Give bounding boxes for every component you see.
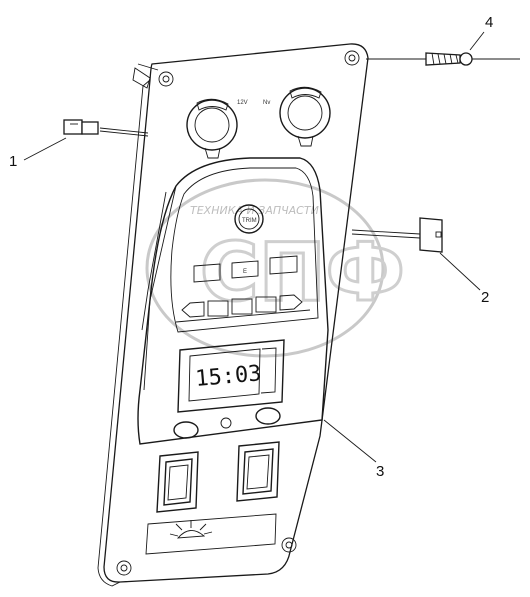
clock-display — [177, 339, 285, 413]
part-1-connector — [63, 119, 149, 137]
indicator-windows — [193, 255, 298, 283]
lower-buttons — [173, 407, 281, 439]
rocker-switch-left — [156, 451, 199, 513]
trim-knob — [234, 204, 264, 234]
leader-line-2 — [439, 252, 481, 291]
part-2-connector — [351, 217, 443, 253]
watermark-logo: СПФ — [200, 226, 405, 319]
callout-3: 3 — [376, 463, 384, 480]
leader-line-4 — [469, 31, 485, 51]
control-module — [137, 157, 329, 445]
center-button-label: E — [243, 269, 247, 275]
rocker-switch-right — [236, 441, 280, 502]
light-symbol-plate — [145, 513, 277, 555]
leader-line-1 — [23, 137, 67, 161]
knob-label: TRIM — [242, 218, 257, 224]
clock-readout: 15:03 — [194, 361, 262, 392]
power-socket-left — [186, 98, 238, 159]
button-row — [175, 294, 311, 323]
socket-right-label: Nv — [263, 100, 270, 106]
leader-line-3 — [323, 419, 377, 463]
power-socket-right — [279, 86, 331, 147]
callout-4: 4 — [485, 14, 493, 31]
socket-left-label: 12V — [237, 100, 248, 106]
callout-1: 1 — [9, 153, 17, 170]
callout-2: 2 — [481, 289, 489, 306]
watermark: ТЕХНИКА И ЗАПЧАСТИ СПФ — [145, 178, 407, 358]
panel-plate — [97, 43, 369, 587]
panel-screws — [116, 50, 360, 576]
part-4-screw — [366, 52, 520, 66]
